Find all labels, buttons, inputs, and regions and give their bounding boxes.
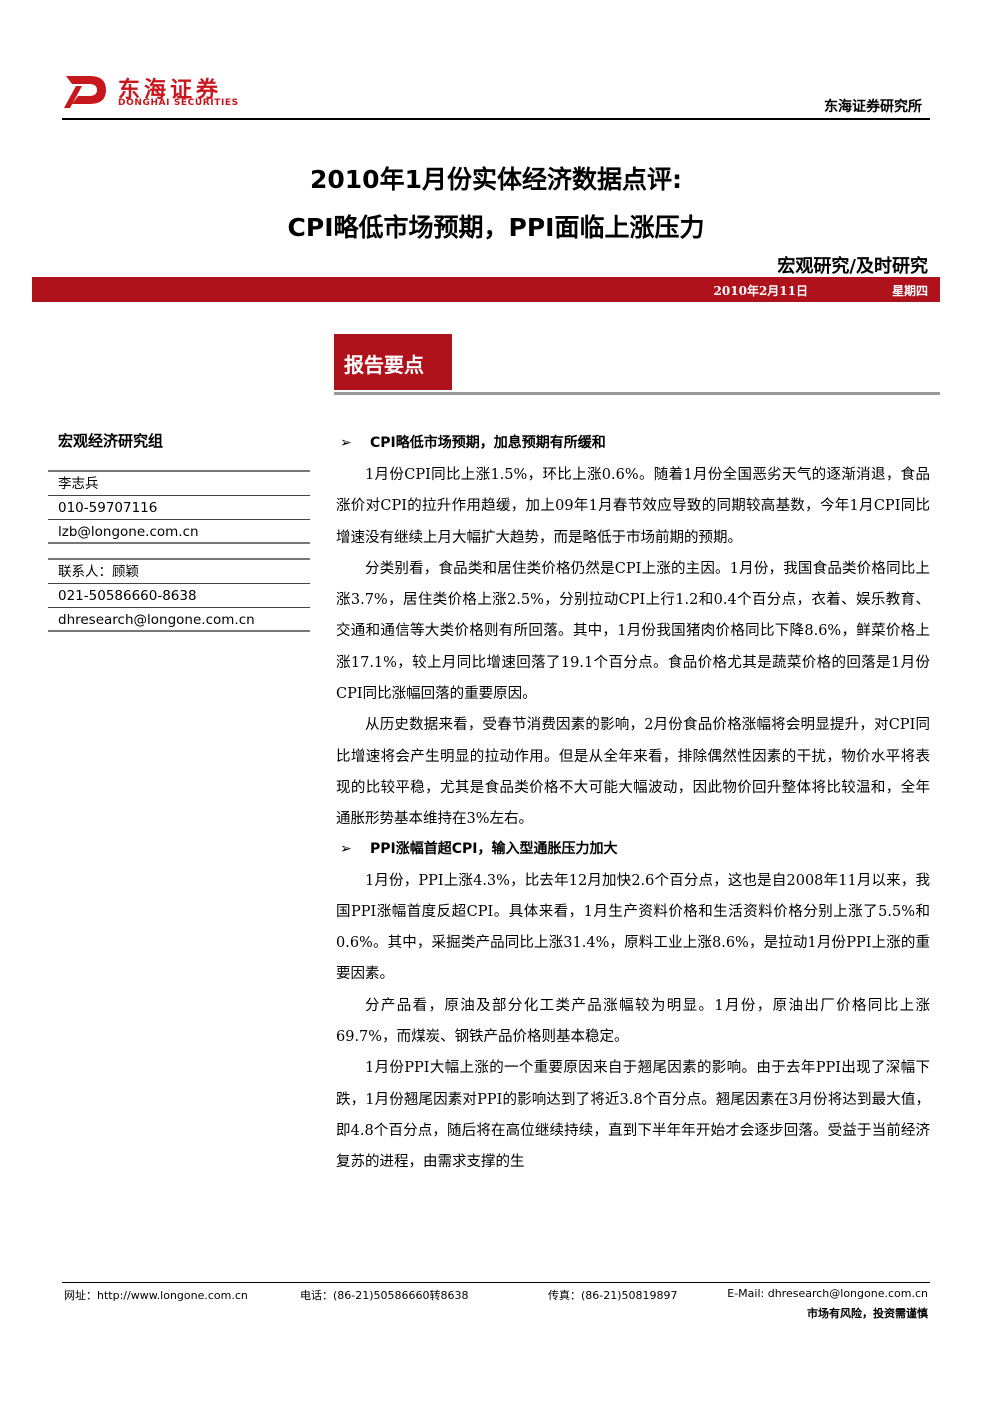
arrow-bullet-icon: ➢ [340, 435, 352, 451]
logo-mark-icon [64, 76, 106, 108]
author-phone: 010-59707116 [48, 496, 310, 520]
contact-phone: 021-50586660-8638 [48, 584, 310, 608]
body-paragraph: 1月份，PPI上涨4.3%，比去年12月加快2.6个百分点，这也是自2008年1… [336, 872, 930, 983]
logo-english-name: DONGHAI SECURITIES [118, 98, 239, 108]
risk-disclaimer: 市场有风险，投资需谨慎 [807, 1307, 928, 1320]
report-weekday: 星期四 [891, 284, 928, 298]
report-title-line1: 2010年1月份实体经济数据点评: [310, 165, 682, 194]
footer-email[interactable]: E-Mail: dhresearch@longone.com.cn [727, 1287, 928, 1300]
section-label-box: 报告要点 [334, 334, 452, 390]
report-title-line2: CPI略低市场预期，PPI面临上涨压力 [287, 213, 705, 242]
author-email[interactable]: lzb@longone.com.cn [48, 520, 310, 544]
section-heading: ➢ PPI涨幅首超CPI，输入型通胀压力加大 [336, 836, 930, 866]
section-heading: ➢ CPI略低市场预期，加息预期有所缓和 [336, 430, 930, 460]
date-bar: 2010年2月11日 星期四 [32, 277, 940, 302]
body-paragraph: 分类别看，食品类和居住类价格仍然是CPI上涨的主因。1月份，我国食品类价格同比上… [336, 560, 930, 703]
section-heading-text: PPI涨幅首超CPI，输入型通胀压力加大 [370, 840, 618, 857]
footer-phone: 电话：(86-21)50586660转8638 [300, 1289, 469, 1302]
author-name: 李志兵 [48, 472, 310, 496]
contact-email[interactable]: dhresearch@longone.com.cn [48, 608, 310, 632]
arrow-bullet-icon: ➢ [340, 840, 352, 857]
logo-chinese-name: 东海证券 [118, 78, 223, 103]
body-paragraph: 从历史数据来看，受春节消费因素的影响，2月份食品价格涨幅将会明显提升，对CPI同… [336, 717, 930, 828]
footer-fax: 传真：(86-21)50819897 [548, 1289, 678, 1302]
body-paragraph: 分产品看，原油及部分化工类产品涨幅较为明显。1月份，原油出厂价格同比上涨69.7… [336, 997, 930, 1046]
sidebar: 宏观经济研究组 李志兵 010-59707116 lzb@longone.com… [48, 430, 310, 632]
footer-rule [62, 1282, 930, 1283]
author-block: 李志兵 010-59707116 lzb@longone.com.cn [48, 470, 310, 544]
report-category: 宏观研究/及时研究 [777, 256, 928, 277]
header-rule [62, 118, 930, 120]
report-date: 2010年2月11日 [713, 284, 808, 298]
report-body: ➢ CPI略低市场预期，加息预期有所缓和 1月份CPI同比上涨1.5%，环比上涨… [336, 430, 930, 1179]
footer-website[interactable]: 网址：http://www.longone.com.cn [64, 1289, 248, 1302]
contact-block: 联系人：顾颖 021-50586660-8638 dhresearch@long… [48, 558, 310, 632]
research-group-title: 宏观经济研究组 [58, 432, 164, 450]
section-label: 报告要点 [344, 353, 424, 377]
body-paragraph: 1月份PPI大幅上涨的一个重要原因来自于翘尾因素的影响。由于去年PPI出现了深幅… [336, 1060, 930, 1171]
company-logo: 东海证券 DONGHAI SECURITIES [62, 70, 262, 110]
section-heading-text: CPI略低市场预期，加息预期有所缓和 [370, 435, 606, 451]
body-paragraph: 1月份CPI同比上涨1.5%，环比上涨0.6%。随着1月份全国恶劣天气的逐渐消退… [336, 467, 930, 546]
section-rule [334, 392, 940, 395]
contact-label: 联系人：顾颖 [48, 560, 310, 584]
institute-name: 东海证券研究所 [824, 99, 922, 115]
